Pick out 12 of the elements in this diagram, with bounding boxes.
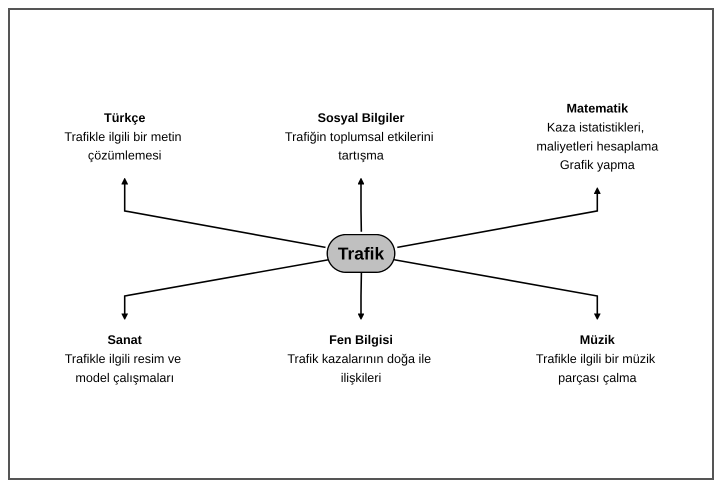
node-text: Müzik Trafikle ilgili bir müzik parçası çalma bbox=[536, 334, 656, 385]
arrow bbox=[121, 258, 329, 320]
node-text: Sanat Trafikle ilgili resim ve model çalışmaları bbox=[64, 334, 182, 385]
node-text: Fen Bilgisi Trafik kazalarının doğa ile ilişkileri bbox=[287, 334, 432, 385]
arrow bbox=[394, 258, 601, 320]
arrow bbox=[121, 178, 326, 248]
node-text: Matematik Kaza istatistikleri, maliyetleri hesaplama Grafik yapma bbox=[536, 102, 658, 172]
arrow bbox=[358, 272, 364, 320]
arrow bbox=[397, 187, 601, 248]
arrow bbox=[358, 178, 364, 232]
node-text: Türkçe Trafikle ilgili bir metin çözümlemesi bbox=[64, 112, 182, 163]
node-text: Sosyal Bilgiler Trafiğin toplumsal etkilerini tartışma bbox=[284, 112, 434, 163]
